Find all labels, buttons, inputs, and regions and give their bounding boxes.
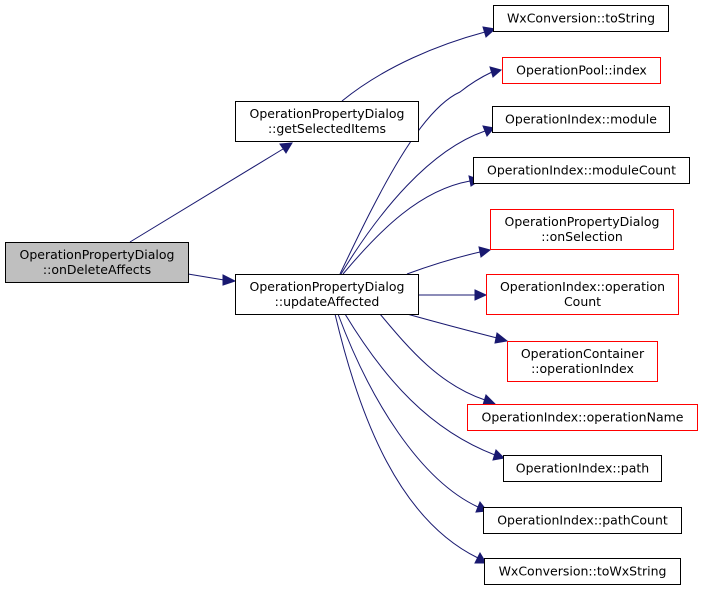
edge-arrowhead bbox=[482, 394, 497, 406]
edge-on-delete-affects-to-update-affected bbox=[187, 273, 237, 286]
edge-arrowhead bbox=[474, 551, 487, 564]
node-box[interactable] bbox=[467, 404, 698, 431]
edge-update-affected-to-operation-name bbox=[379, 313, 497, 406]
node-update-affected[interactable]: OperationPropertyDialog::updateAffected bbox=[235, 274, 419, 315]
edge-line bbox=[337, 313, 479, 508]
node-label-line: OperationContainer bbox=[521, 346, 645, 361]
node-box[interactable] bbox=[473, 157, 690, 184]
node-label-line: Count bbox=[564, 294, 601, 309]
node-container-operation-index[interactable]: OperationContainer::operationIndex bbox=[507, 341, 658, 382]
edge-line bbox=[187, 273, 225, 281]
node-label-line: WxConversion::toString bbox=[507, 11, 655, 26]
edge-get-selected-items-to-to-string bbox=[341, 26, 497, 102]
edge-arrowhead bbox=[482, 26, 497, 38]
edge-update-affected-to-on-selection bbox=[406, 246, 492, 275]
edge-update-affected-to-index-module bbox=[340, 125, 495, 275]
node-path-count[interactable]: OperationIndex::pathCount bbox=[483, 507, 682, 534]
edge-arrowhead bbox=[492, 449, 506, 461]
edge-line bbox=[129, 148, 284, 243]
node-label-line: OperationPropertyDialog bbox=[20, 247, 175, 262]
node-on-delete-affects[interactable]: OperationPropertyDialog::onDeleteAffects bbox=[5, 242, 189, 283]
node-label-line: OperationPropertyDialog bbox=[250, 106, 405, 121]
node-index-module[interactable]: OperationIndex::module bbox=[492, 106, 670, 133]
edge-update-affected-to-operation-count bbox=[418, 289, 488, 301]
node-box[interactable] bbox=[490, 209, 674, 250]
node-label-line: OperationIndex::operationName bbox=[482, 410, 684, 425]
node-box[interactable] bbox=[507, 341, 658, 382]
node-label-line: OperationIndex::moduleCount bbox=[487, 163, 676, 178]
node-label-line: OperationPropertyDialog bbox=[505, 214, 660, 229]
node-box[interactable] bbox=[503, 455, 662, 482]
node-label-line: OperationIndex::module bbox=[505, 112, 657, 127]
edge-line bbox=[340, 130, 486, 275]
node-label-line: ::operationIndex bbox=[531, 361, 634, 376]
node-on-selection[interactable]: OperationPropertyDialog::onSelection bbox=[490, 209, 674, 250]
edge-update-affected-to-container-operation-index bbox=[406, 313, 509, 344]
node-box[interactable] bbox=[486, 274, 679, 315]
node-label-line: WxConversion::toWxString bbox=[499, 564, 667, 579]
edge-line bbox=[339, 71, 493, 275]
node-box[interactable] bbox=[492, 106, 670, 133]
node-label-line: ::getSelectedItems bbox=[268, 121, 386, 136]
node-index-path[interactable]: OperationIndex::path bbox=[503, 455, 662, 482]
node-label-line: ::updateAffected bbox=[275, 294, 380, 309]
node-label-line: ::onDeleteAffects bbox=[43, 262, 151, 277]
nodes-layer: OperationPropertyDialog::onDeleteAffects… bbox=[5, 5, 698, 585]
edge-line bbox=[342, 180, 471, 275]
edge-line bbox=[379, 313, 486, 401]
edge-arrowhead bbox=[494, 332, 509, 344]
node-box[interactable] bbox=[235, 274, 419, 315]
node-to-wx-string[interactable]: WxConversion::toWxString bbox=[484, 558, 681, 585]
node-box[interactable] bbox=[484, 558, 681, 585]
node-label-line: OperationPropertyDialog bbox=[250, 279, 405, 294]
node-pool-index[interactable]: OperationPool::index bbox=[502, 57, 661, 84]
edge-update-affected-to-path-count bbox=[337, 313, 488, 513]
edge-arrowhead bbox=[222, 274, 237, 286]
node-box[interactable] bbox=[493, 5, 669, 32]
edge-update-affected-to-to-wx-string bbox=[334, 313, 487, 564]
node-box[interactable] bbox=[502, 57, 661, 84]
node-box[interactable] bbox=[483, 507, 682, 534]
edge-update-affected-to-index-path bbox=[344, 313, 506, 461]
edge-line bbox=[341, 31, 486, 102]
node-box[interactable] bbox=[5, 242, 189, 283]
edge-arrowhead bbox=[279, 142, 293, 154]
node-operation-name[interactable]: OperationIndex::operationName bbox=[467, 404, 698, 431]
node-label-line: ::onSelection bbox=[541, 229, 623, 244]
edge-line bbox=[334, 313, 479, 559]
edge-arrowhead bbox=[482, 125, 495, 137]
edge-line bbox=[406, 251, 481, 275]
edge-on-delete-affects-to-get-selected-items bbox=[129, 142, 293, 243]
edge-arrowhead bbox=[478, 246, 492, 258]
edge-line bbox=[406, 313, 498, 339]
node-module-count[interactable]: OperationIndex::moduleCount bbox=[473, 157, 690, 184]
edge-arrowhead bbox=[474, 289, 488, 301]
node-get-selected-items[interactable]: OperationPropertyDialog::getSelectedItem… bbox=[235, 101, 419, 142]
edges-layer bbox=[129, 26, 509, 564]
edge-line bbox=[344, 313, 496, 456]
edge-update-affected-to-pool-index bbox=[339, 66, 503, 275]
node-label-line: OperationIndex::pathCount bbox=[497, 513, 668, 528]
node-label-line: OperationIndex::operation bbox=[500, 279, 665, 294]
edge-arrowhead bbox=[489, 66, 503, 78]
node-label-line: OperationIndex::path bbox=[516, 461, 649, 476]
node-label-line: OperationPool::index bbox=[516, 63, 647, 78]
node-box[interactable] bbox=[235, 101, 419, 142]
node-to-string[interactable]: WxConversion::toString bbox=[493, 5, 669, 32]
